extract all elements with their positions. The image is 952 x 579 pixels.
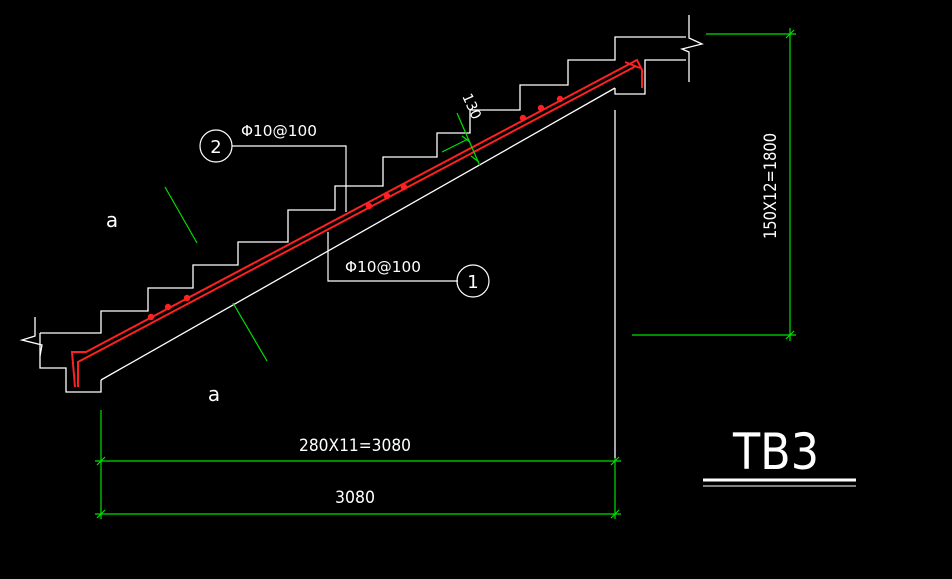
dim-tick — [96, 509, 106, 519]
dim-tick — [96, 456, 106, 466]
rebar-dot — [556, 95, 564, 103]
rebar-dot — [383, 192, 391, 200]
title-underline — [703, 478, 856, 487]
vertical-dimension — [632, 28, 796, 341]
break-line-right — [679, 15, 704, 82]
rebar-dot — [519, 114, 527, 122]
bottom-landing-edge — [39, 333, 102, 393]
dim-tick — [610, 456, 620, 466]
thickness-tick — [470, 155, 480, 163]
callout-circle-2 — [199, 129, 233, 163]
thickness-tick — [461, 135, 471, 143]
thickness-dimension — [441, 112, 481, 167]
section-mark-label-top: a — [106, 208, 118, 232]
callout-number-2: 2 — [210, 137, 221, 158]
stair-outline — [19, 15, 704, 458]
dim-label-vertical: 150X12=1800 — [761, 133, 781, 239]
break-line-left — [19, 317, 43, 357]
section-mark-line-bottom — [232, 302, 268, 362]
rebar-hook — [624, 61, 641, 69]
rebar-dot — [183, 294, 191, 302]
section-mark-label-bottom: a — [208, 382, 220, 406]
rebar-dots — [147, 95, 564, 321]
callout-circle-1 — [456, 264, 490, 298]
rebar-label-1: Φ10@100 — [345, 258, 421, 276]
rebar-dot — [400, 183, 408, 191]
dim-label-total: 3080 — [335, 488, 375, 508]
drawing-title: TB3 — [732, 423, 819, 481]
rebar-label-2: Φ10@100 — [241, 122, 317, 140]
horizontal-dimensions — [95, 410, 621, 519]
rebar-dot — [537, 104, 545, 112]
leader-1 — [327, 232, 458, 282]
rebar-dot — [147, 313, 155, 321]
callout-number-1: 1 — [467, 272, 478, 293]
stair-soffit — [100, 87, 616, 381]
leader-2 — [232, 145, 347, 212]
leaders — [199, 129, 490, 298]
thickness-dim-line — [456, 112, 481, 167]
rebar-group — [70, 58, 643, 388]
dim-tick — [785, 29, 795, 39]
rebar-dot — [164, 303, 172, 311]
section-marks — [164, 186, 268, 362]
top-landing-edge — [614, 59, 686, 95]
dim-tick — [610, 509, 620, 519]
rebar-main-bar-inner — [77, 65, 637, 387]
section-mark-line-top — [164, 186, 198, 244]
slab-thickness-label: 130 — [458, 91, 483, 122]
thickness-ext-line — [441, 138, 469, 153]
rebar-dot — [365, 202, 373, 210]
rebar-main-bar — [70, 58, 643, 388]
stair-steps — [40, 36, 686, 334]
dim-tick — [785, 330, 795, 340]
dim-label-steps: 280X11=3080 — [299, 436, 411, 456]
